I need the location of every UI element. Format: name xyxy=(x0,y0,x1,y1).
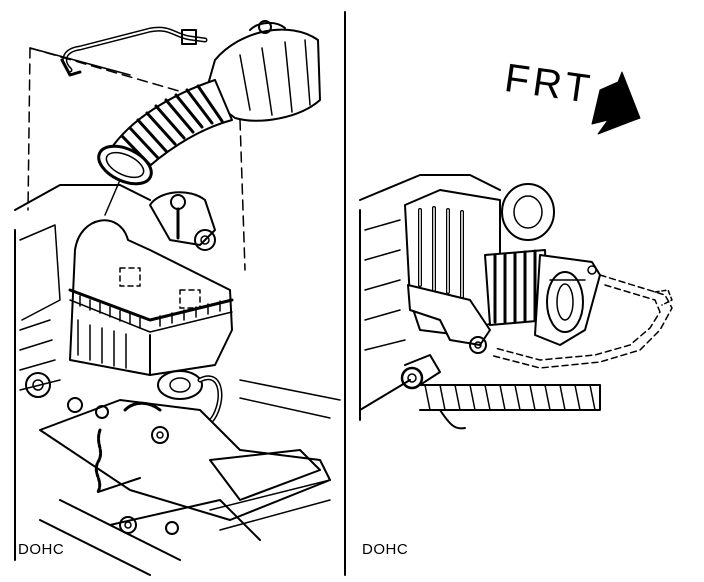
throttle-body xyxy=(484,183,555,326)
throttle-bracket xyxy=(404,189,501,354)
harness-clip xyxy=(400,366,424,390)
left-engine-view xyxy=(14,20,341,576)
hose-clamp xyxy=(97,144,153,186)
coiled-wire xyxy=(94,428,103,494)
right-engine-view xyxy=(359,71,673,430)
dashed-hose-outline xyxy=(489,274,673,369)
wiring-harness xyxy=(409,384,601,411)
outlet-ring xyxy=(534,254,601,346)
air-cleaner-housing xyxy=(68,219,234,400)
left-panel-caption: DOHC xyxy=(18,541,65,558)
corrugated-hose xyxy=(109,79,233,176)
right-panel-caption: DOHC xyxy=(362,541,409,558)
exploded-plane xyxy=(27,47,246,271)
lower-bolt xyxy=(67,397,83,413)
front-arrow-icon xyxy=(591,71,641,135)
